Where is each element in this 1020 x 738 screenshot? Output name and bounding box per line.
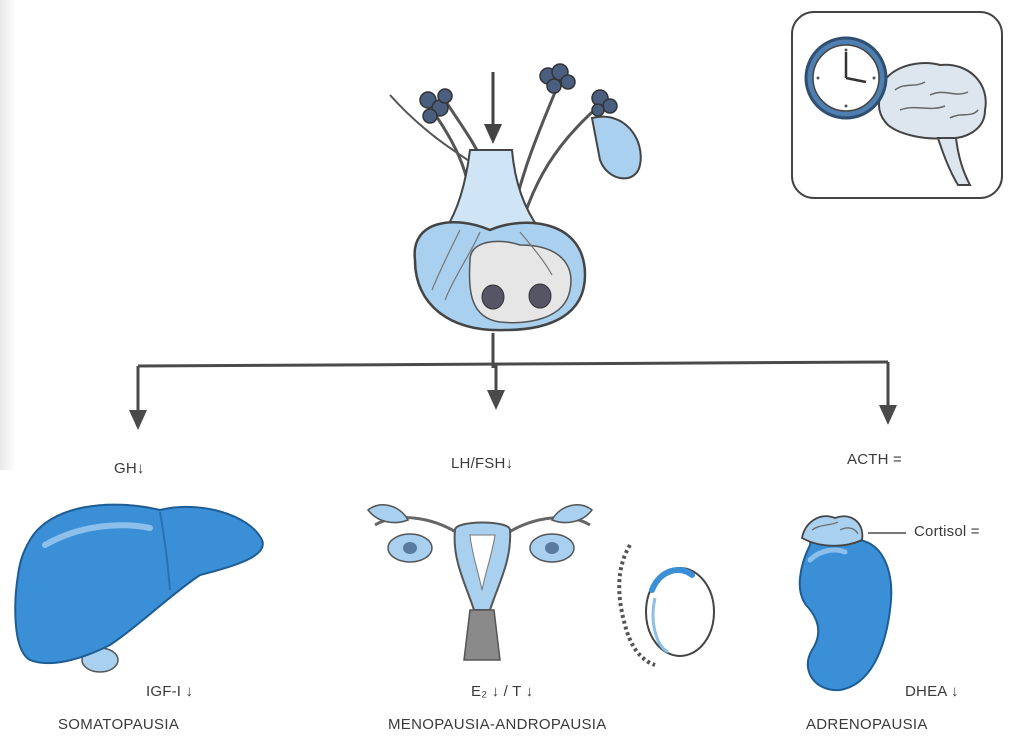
lhfsh-label: LH/FSH↓: [451, 455, 513, 472]
adrenopausia-caption: ADRENOPAUSIA: [806, 716, 928, 733]
sex-steroids-label: E₂ ↓ / T ↓: [471, 683, 533, 700]
acth-label: ACTH =: [847, 451, 902, 468]
somatopausia-caption: SOMATOPAUSIA: [58, 716, 179, 733]
gh-label: GH↓: [114, 460, 145, 477]
igf-label: IGF-I ↓: [146, 683, 193, 700]
menopausia-andropausia-caption: MENOPAUSIA-ANDROPAUSIA: [388, 716, 607, 733]
cortisol-label: Cortisol =: [914, 523, 980, 540]
dhea-label: DHEA ↓: [905, 683, 959, 700]
